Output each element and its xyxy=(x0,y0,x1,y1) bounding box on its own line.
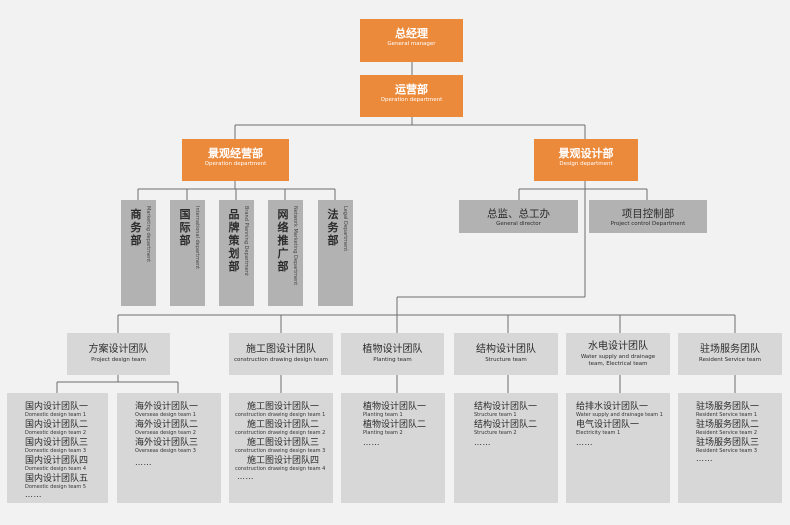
project-control-box: 项目控制部 Project control Department xyxy=(589,200,707,233)
dept-legal-label: 法务部 xyxy=(327,208,339,247)
dept-brand-planning-en: Brand Planning Department xyxy=(243,206,249,276)
landscape-design-title: 景观设计部 xyxy=(558,147,614,160)
ellipsis: …… xyxy=(474,438,491,447)
team-resident-service: 驻场服务团队 Resident Service team xyxy=(678,333,782,375)
dept-network-marketing: 网络推广部 Network Marketing Department xyxy=(268,200,303,306)
team-planting-subtitle: Planting team xyxy=(373,357,412,363)
general-manager-box: 总经理 General manager xyxy=(360,19,463,62)
dept-network-marketing-label: 网络推广部 xyxy=(277,208,289,273)
team-resident-service-title: 驻场服务团队 xyxy=(700,344,760,355)
operation-box: 运营部 Operation department xyxy=(360,75,463,117)
ellipsis: …… xyxy=(363,438,380,447)
operation-subtitle: Operation department xyxy=(380,97,443,103)
landscape-operation-box: 景观经营部 Operation department xyxy=(182,139,289,181)
ellipsis: …… xyxy=(25,490,42,499)
dept-international: 国际部 International department xyxy=(170,200,205,306)
team-planting-title: 植物设计团队 xyxy=(362,344,423,355)
team-project-design: 方案设计团队 Project design team xyxy=(67,333,170,375)
team-construction-title: 施工图设计团队 xyxy=(246,344,316,355)
team-project-design-title: 方案设计团队 xyxy=(88,344,149,355)
team-planting: 植物设计团队 Planting team xyxy=(341,333,444,375)
dept-legal: 法务部 Legal Department xyxy=(318,200,353,306)
ellipsis: …… xyxy=(576,438,593,447)
general-manager-subtitle: General manager xyxy=(387,41,436,47)
ellipsis: …… xyxy=(696,454,713,463)
dept-brand-planning: 品牌策划部 Brand Planning Department xyxy=(219,200,254,306)
dept-marketing: 商务部 Marketing department xyxy=(121,200,156,306)
dept-network-marketing-en: Network Marketing Department xyxy=(292,206,298,286)
general-manager-title: 总经理 xyxy=(395,27,428,40)
dept-marketing-label: 商务部 xyxy=(130,208,142,247)
team-water-electric: 水电设计团队 Water supply and drainage team, E… xyxy=(566,333,670,375)
landscape-design-subtitle: Design department xyxy=(559,161,613,167)
operation-title: 运营部 xyxy=(395,83,428,96)
dept-international-en: International department xyxy=(194,206,200,270)
team-water-electric-title: 水电设计团队 xyxy=(588,341,648,352)
ellipsis: …… xyxy=(237,472,254,481)
landscape-operation-title: 景观经营部 xyxy=(208,147,263,160)
dept-marketing-en: Marketing department xyxy=(145,206,151,263)
team-construction-subtitle: construction drawing design team xyxy=(233,357,329,363)
dept-international-label: 国际部 xyxy=(179,208,191,247)
team-construction: 施工图设计团队 construction drawing design team xyxy=(229,333,333,375)
dept-legal-en: Legal Department xyxy=(342,206,348,252)
landscape-design-box: 景观设计部 Design department xyxy=(534,139,638,181)
team-structure-title: 结构设计团队 xyxy=(476,344,536,355)
project-control-title: 项目控制部 xyxy=(621,208,675,220)
general-director-box: 总监、总工办 General director xyxy=(459,200,578,233)
ellipsis: …… xyxy=(135,458,152,467)
general-director-title: 总监、总工办 xyxy=(487,208,550,220)
dept-brand-planning-label: 品牌策划部 xyxy=(228,208,240,273)
team-resident-service-subtitle: Resident Service team xyxy=(699,357,761,363)
team-structure: 结构设计团队 Structure team xyxy=(454,333,558,375)
project-control-subtitle: Project control Department xyxy=(610,221,686,227)
team-structure-subtitle: Structure team xyxy=(485,357,527,363)
landscape-operation-subtitle: Operation department xyxy=(204,161,267,167)
general-director-subtitle: General director xyxy=(496,221,541,227)
team-project-design-subtitle: Project design team xyxy=(91,357,146,363)
team-water-electric-subtitle: Water supply and drainage team, Electric… xyxy=(580,354,656,367)
